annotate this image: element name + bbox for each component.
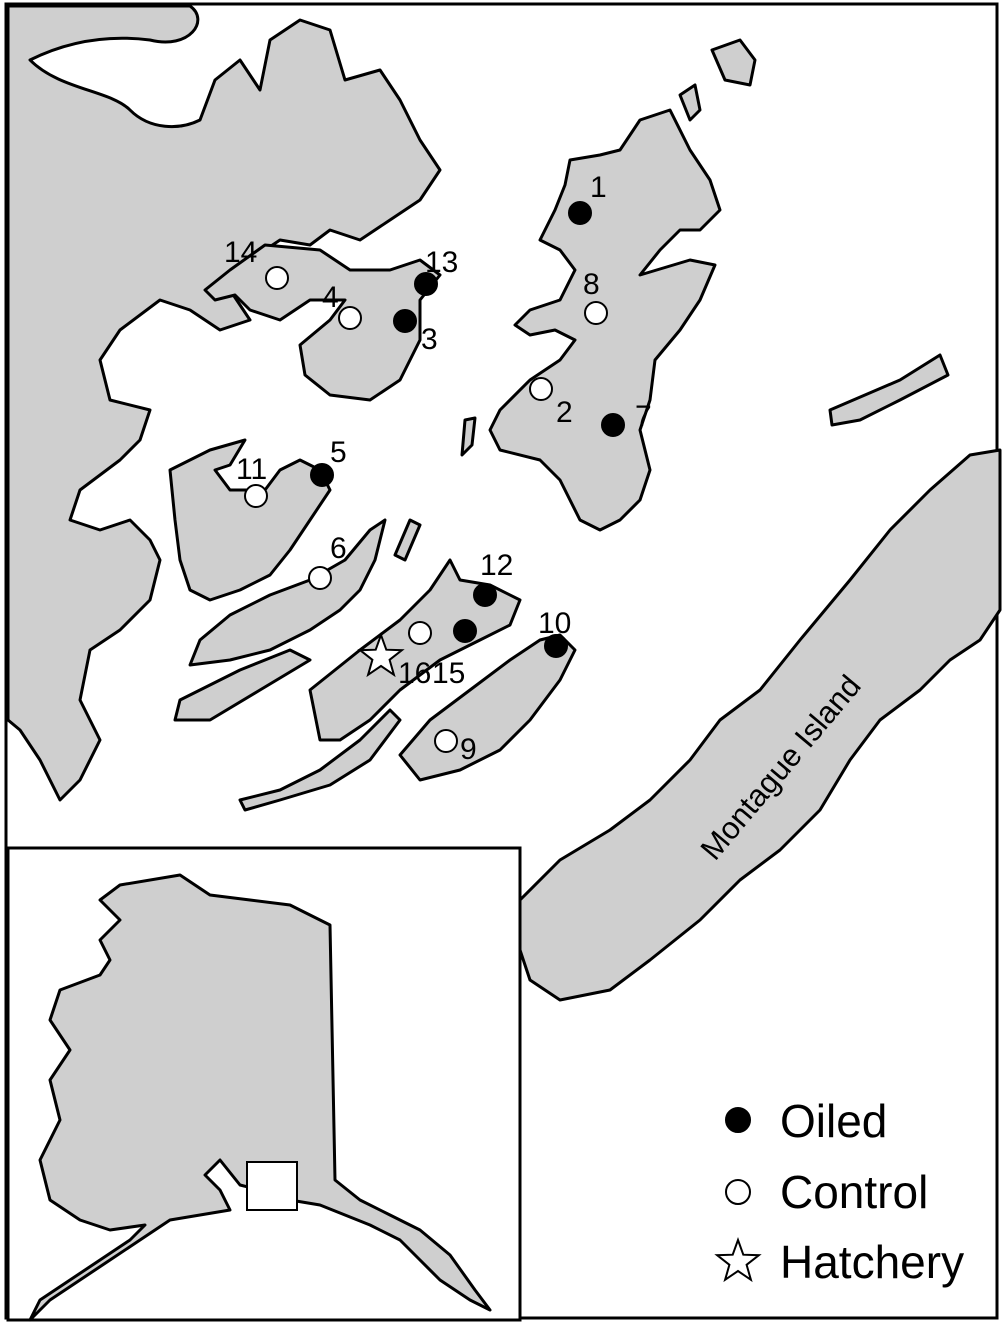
site-2-label: 2 [556,396,573,429]
site-11-label: 11 [236,453,267,486]
legend-hatchery-label: Hatchery [780,1236,964,1288]
site-1-label: 1 [590,171,607,204]
site-9-label: 9 [460,733,477,766]
site-10-label: 10 [538,607,571,640]
site-2-control-marker [529,377,553,401]
site-7-oiled-marker [601,413,625,437]
site-6-control-marker [308,566,332,590]
site-10-oiled-marker [544,634,568,658]
site-12-label: 12 [480,549,513,582]
site-7-label: 7 [635,400,652,433]
legend-control-icon [725,1179,751,1205]
site-8-control-marker [584,301,608,325]
site-13-oiled-marker [414,272,438,296]
site-5-oiled-marker [310,463,334,487]
peninsula-6 [188,518,387,667]
site-16-control-marker [408,621,432,645]
islet-6 [393,518,422,562]
site-11-control-marker [244,484,268,508]
legend-hatchery-star-icon [714,1237,762,1283]
site-12-oiled-marker [473,583,497,607]
island-south-small [238,708,402,812]
legend-oiled-icon [725,1107,751,1133]
islet-mid [460,416,477,457]
islet-ne-1 [710,38,757,87]
legend-control-label: Control [780,1166,928,1218]
hatchery-star-icon [357,632,405,678]
site-8-label: 8 [583,268,600,301]
legend-oiled-label: Oiled [780,1095,887,1147]
montague-island [518,448,1002,1002]
site-3-oiled-marker [393,309,417,333]
island-12-15 [308,558,522,742]
site-4-control-marker [338,306,362,330]
site-16-label: 16 [398,657,431,690]
site-5-label: 5 [330,436,347,469]
mainland [6,4,442,802]
study-area-box [246,1161,298,1211]
site-15-oiled-marker [453,619,477,643]
site-13-label: 13 [425,246,458,279]
islet-ne-2 [678,83,702,122]
site-14-control-marker [265,266,289,290]
site-3-label: 3 [421,323,438,356]
island-north-central [203,243,442,402]
site-1-oiled-marker [568,201,592,225]
island-east-small [828,353,950,427]
site-9-control-marker [434,729,458,753]
alaska-outline [28,873,492,1322]
inset-alaska [6,846,522,1322]
site-4-label: 4 [322,281,339,314]
site-14-label: 14 [224,236,257,269]
site-6-label: 6 [330,532,347,565]
site-15-label: 15 [432,657,465,690]
fingers [173,648,312,722]
legend: Oiled Control Hatchery [714,1095,964,1288]
